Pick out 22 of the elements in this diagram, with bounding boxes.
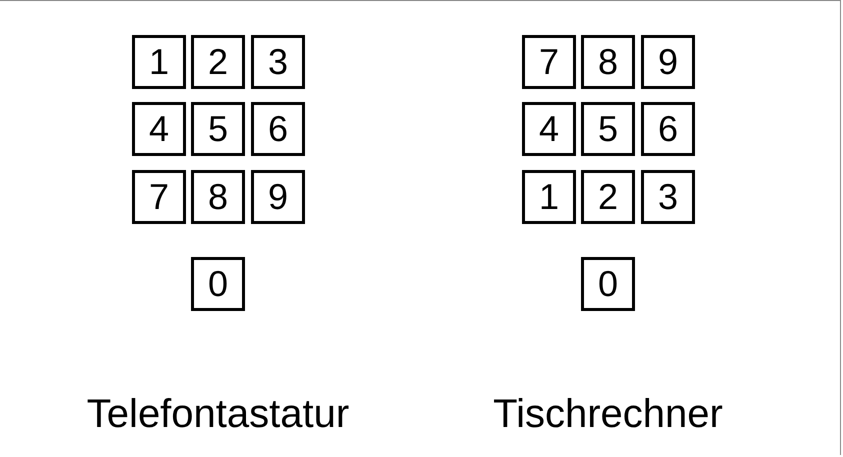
key-box: 7 xyxy=(132,170,186,224)
key-box: 5 xyxy=(581,102,635,156)
key-box: 5 xyxy=(191,102,245,156)
key-box: 4 xyxy=(132,102,186,156)
key-box: 6 xyxy=(641,102,695,156)
key-box: 0 xyxy=(581,257,635,311)
key-box: 8 xyxy=(191,170,245,224)
key-box: 2 xyxy=(191,35,245,89)
key-box: 3 xyxy=(641,170,695,224)
key-box: 9 xyxy=(251,170,305,224)
key-box: 4 xyxy=(522,102,576,156)
key-box: 6 xyxy=(251,102,305,156)
key-box: 3 xyxy=(251,35,305,89)
key-box: 1 xyxy=(522,170,576,224)
key-box: 1 xyxy=(132,35,186,89)
key-box: 8 xyxy=(581,35,635,89)
key-box: 9 xyxy=(641,35,695,89)
key-box: 0 xyxy=(191,257,245,311)
key-box: 7 xyxy=(522,35,576,89)
caption: Telefontastatur xyxy=(86,392,350,437)
key-box: 2 xyxy=(581,170,635,224)
caption: Tischrechner xyxy=(493,392,723,437)
